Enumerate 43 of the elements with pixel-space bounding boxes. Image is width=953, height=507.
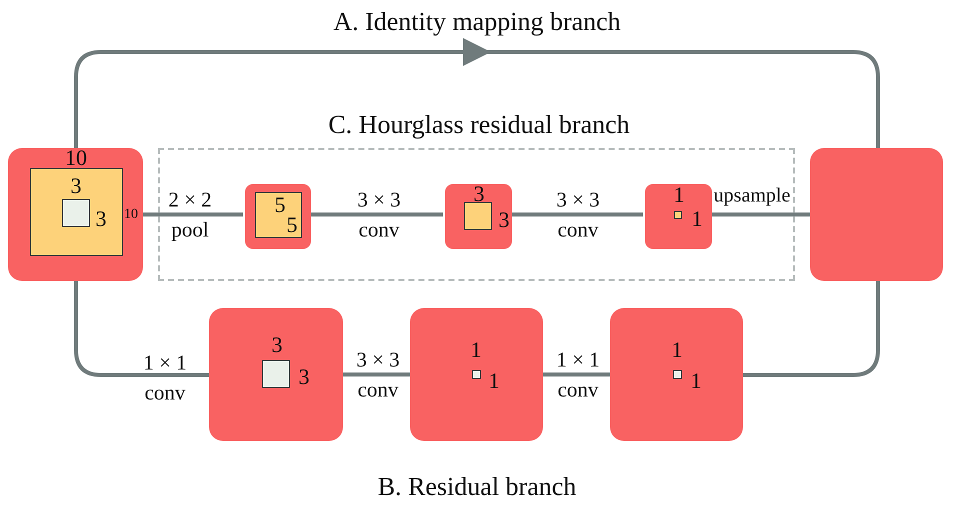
feature-map-block: [645, 184, 712, 249]
dimension-label: 3: [70, 175, 82, 197]
dimension-label: 5: [286, 214, 298, 236]
connector-line: [710, 212, 810, 216]
arrow: [74, 38, 880, 148]
dimension-label: 1: [692, 208, 702, 230]
edge-label: 2 × 2 pool: [167, 186, 213, 244]
edge-label: 1 × 1 conv: [555, 346, 601, 404]
dimension-label: 5: [274, 194, 286, 216]
dimension-label: 10: [124, 208, 138, 222]
feature-map-block: [410, 308, 543, 441]
connector-line: [543, 372, 610, 376]
edge-label: 1 × 1 conv: [142, 350, 188, 407]
dimension-label: 3: [96, 208, 106, 230]
feature-map-block: [245, 184, 311, 249]
connector-line: [309, 212, 443, 216]
group-title: C. Hourglass residual branch: [328, 112, 630, 138]
dimension-label: 1: [470, 339, 482, 361]
feature-map-block: [810, 148, 943, 281]
connector-line: [74, 281, 209, 377]
connector-line: [743, 281, 880, 377]
connector-line: [510, 212, 643, 216]
dimension-label: 3: [298, 366, 310, 388]
dimension-label: 1: [690, 370, 702, 392]
dimension-label: 1: [672, 339, 682, 361]
feature-map-block: [610, 308, 743, 441]
feature-map-block: [8, 148, 143, 281]
edge-label: 3 × 3 conv: [555, 186, 601, 244]
branch-caption: B. Residual branch: [378, 472, 576, 502]
dimension-label: 1: [488, 370, 500, 392]
connector-line: [343, 372, 410, 376]
edge-label: upsample: [712, 184, 792, 208]
dimension-label: 10: [65, 147, 87, 169]
dimension-label: 3: [474, 183, 484, 205]
branch-caption: A. Identity mapping branch: [333, 7, 621, 37]
dimension-label: 1: [674, 184, 684, 206]
feature-map-block: [445, 184, 512, 249]
feature-map-block: [209, 308, 343, 441]
connector-line: [143, 212, 243, 216]
edge-label: 3 × 3 conv: [356, 186, 402, 244]
edge-label: 3 × 3 conv: [355, 346, 401, 404]
dimension-label: 3: [498, 209, 510, 231]
dimension-label: 3: [272, 334, 282, 356]
